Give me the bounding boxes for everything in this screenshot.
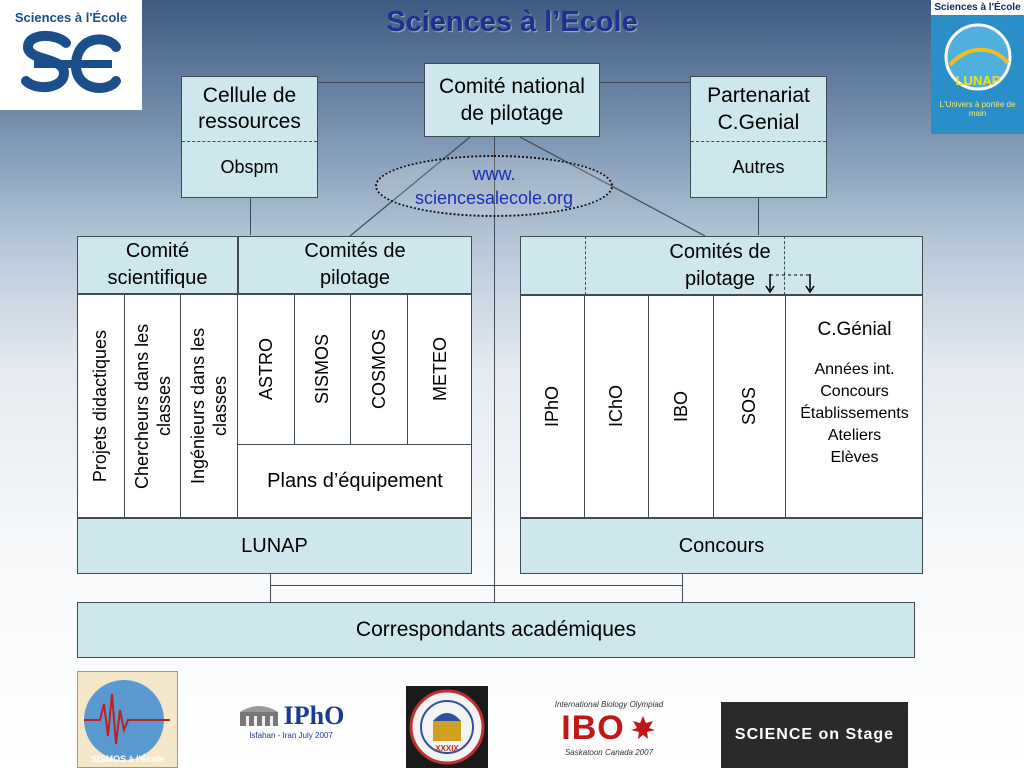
col-projets-didactiques: Projets didactiques xyxy=(77,294,125,518)
science-on-stage-logo: SCIENCE on Stage xyxy=(721,702,908,768)
connector-partenariat-down xyxy=(758,198,759,235)
col-ingenieurs: Ingénieurs dans les classes xyxy=(181,294,238,518)
comite-scientifique-header: Comité scientifique xyxy=(77,236,238,294)
concours-footer-label: Concours xyxy=(678,534,765,557)
cellule-ressources-title: Cellule de ressources xyxy=(198,84,301,133)
connector-cellule-national xyxy=(318,82,424,83)
ibo-logo-name: IBO xyxy=(561,708,625,747)
cgenial-title: C.Génial xyxy=(817,319,892,340)
partenariat-title: Partenariat C.Genial xyxy=(707,84,810,134)
col-icho-label: IChO xyxy=(606,385,626,428)
se-logo-icon xyxy=(21,30,121,93)
col-ingenieurs-label: Ingénieurs dans les classes xyxy=(188,327,230,485)
col-ibo: IBO xyxy=(649,295,714,518)
col-ibo-label: IBO xyxy=(670,390,691,422)
correspondants-label: Correspondants académiques xyxy=(355,618,637,641)
page-title: Sciences à l’Ecole xyxy=(386,6,638,38)
col-sismos: SISMOS xyxy=(295,294,351,445)
partenariat-divider xyxy=(691,141,826,142)
col-icho: IChO xyxy=(585,295,649,518)
ibo-logo-header: International Biology Olympiad xyxy=(554,699,664,709)
right-comites-pilotage-label: Comités de pilotage xyxy=(669,240,771,290)
partenariat-box: Partenariat C.Genial Autres xyxy=(690,76,827,198)
cgenial-item: Concours xyxy=(820,383,889,400)
correspondants-bar: Correspondants académiques xyxy=(77,602,915,658)
lunap-footer: LUNAP xyxy=(77,518,472,574)
connector-national-partenariat xyxy=(600,82,690,83)
sismos-logo: SISMOS à l'École xyxy=(77,671,178,768)
logo-text: Sciences à l'École xyxy=(14,9,128,25)
col-ipho: IPhO xyxy=(520,295,585,518)
col-cosmos-label: COSMOS xyxy=(368,328,389,409)
icho-emblem-icon: XXXIX xyxy=(409,689,485,765)
sismos-logo-text: SISMOS à l'École xyxy=(91,754,165,764)
col-sos: SOS xyxy=(714,295,786,518)
partenariat-sub-autres: Autres xyxy=(732,156,785,177)
ipho-logo-name: IPhO xyxy=(283,700,345,730)
lunap-logo: Sciences à l'École LUNAP L'Univers à por… xyxy=(931,0,1024,134)
lunap-logo-title: Sciences à l'École xyxy=(931,0,1024,15)
sismos-seismograph-icon: SISMOS à l'École xyxy=(83,679,170,764)
lunap-label: LUNAP xyxy=(955,73,1000,88)
lunap-footer-label: LUNAP xyxy=(241,534,308,557)
connector-cellule-down xyxy=(250,198,251,235)
maple-leaf-icon xyxy=(630,716,655,739)
cgenial-item: Établissements xyxy=(800,405,909,422)
left-comites-pilotage-header: Comités de pilotage xyxy=(238,236,472,294)
cellule-divider xyxy=(182,141,317,142)
cgenial-item: Elèves xyxy=(830,449,879,466)
cellule-sub-obspm: Obspm xyxy=(220,156,279,177)
connector-center-vertical xyxy=(494,137,495,602)
sciences-a-l-ecole-logo: Sciences à l'École xyxy=(0,0,142,110)
connector-bottom-horizontal xyxy=(270,585,682,586)
col-sismos-label: SISMOS xyxy=(312,333,332,404)
cgenial-item: Années int. xyxy=(814,361,895,378)
col-sos-label: SOS xyxy=(739,387,759,426)
ibo-logo: International Biology Olympiad IBO Saska… xyxy=(538,692,680,764)
col-ipho-label: IPhO xyxy=(541,385,562,428)
col-meteo-label: METEO xyxy=(429,336,450,401)
ibo-logo-row: IBO xyxy=(561,709,656,748)
website-link[interactable]: www. sciencesalecole.org xyxy=(375,155,613,217)
cgenial-items: Années int. Concours Établissements Atel… xyxy=(786,359,923,469)
ipho-logo-row: IPhO xyxy=(238,700,345,731)
col-astro-label: ASTRO xyxy=(255,337,276,400)
plans-equipement: Plans d’équipement xyxy=(238,445,472,518)
lunap-tagline: L'Univers à portée de main xyxy=(939,100,1016,118)
icho-logo: XXXIX xyxy=(406,686,488,768)
cgenial-item: Ateliers xyxy=(827,427,882,444)
comite-scientifique-label: Comité scientifique xyxy=(107,240,208,289)
comite-national-title: Comité national de pilotage xyxy=(439,75,585,125)
plans-equipement-label: Plans d’équipement xyxy=(267,470,443,492)
col-meteo: METEO xyxy=(408,294,472,445)
connector-lunap-down xyxy=(270,574,271,602)
col-cosmos: COSMOS xyxy=(351,294,408,445)
col-astro: ASTRO xyxy=(238,294,295,445)
left-columns-area xyxy=(77,294,472,518)
ipho-logo-caption: Isfahan - Iran July 2007 xyxy=(249,730,333,740)
left-comites-pilotage-label: Comités de pilotage xyxy=(304,240,406,289)
col-cgenial: C.Génial Années int. Concours Établissem… xyxy=(786,295,923,518)
icho-logo-text: XXXIX xyxy=(435,744,459,753)
lunap-globe-icon: LUNAP xyxy=(944,23,1011,91)
right-header-dashes xyxy=(585,236,785,295)
col-chercheurs-label: Chercheurs dans les classes xyxy=(131,323,174,489)
right-header xyxy=(520,236,923,295)
website-text[interactable]: www. sciencesalecole.org xyxy=(414,164,574,208)
ipho-building-icon xyxy=(239,705,278,726)
concours-footer: Concours xyxy=(520,518,923,574)
science-on-stage-text: SCIENCE on Stage xyxy=(734,726,895,743)
right-columns-area xyxy=(520,295,923,518)
col-projets-label: Projets didactiques xyxy=(90,329,110,483)
cellule-ressources-box: Cellule de ressources Obspm xyxy=(181,76,318,198)
ibo-logo-caption: Saskatoon Canada 2007 xyxy=(564,747,654,757)
ipho-logo: IPhO Isfahan - Iran July 2007 xyxy=(228,698,354,742)
right-comites-pilotage-header: Comités de pilotage xyxy=(640,236,800,295)
connector-concours-down xyxy=(682,574,683,602)
comite-national-box: Comité national de pilotage xyxy=(424,63,600,137)
col-chercheurs: Chercheurs dans les classes xyxy=(125,294,181,518)
right-header-arrows xyxy=(765,274,815,294)
